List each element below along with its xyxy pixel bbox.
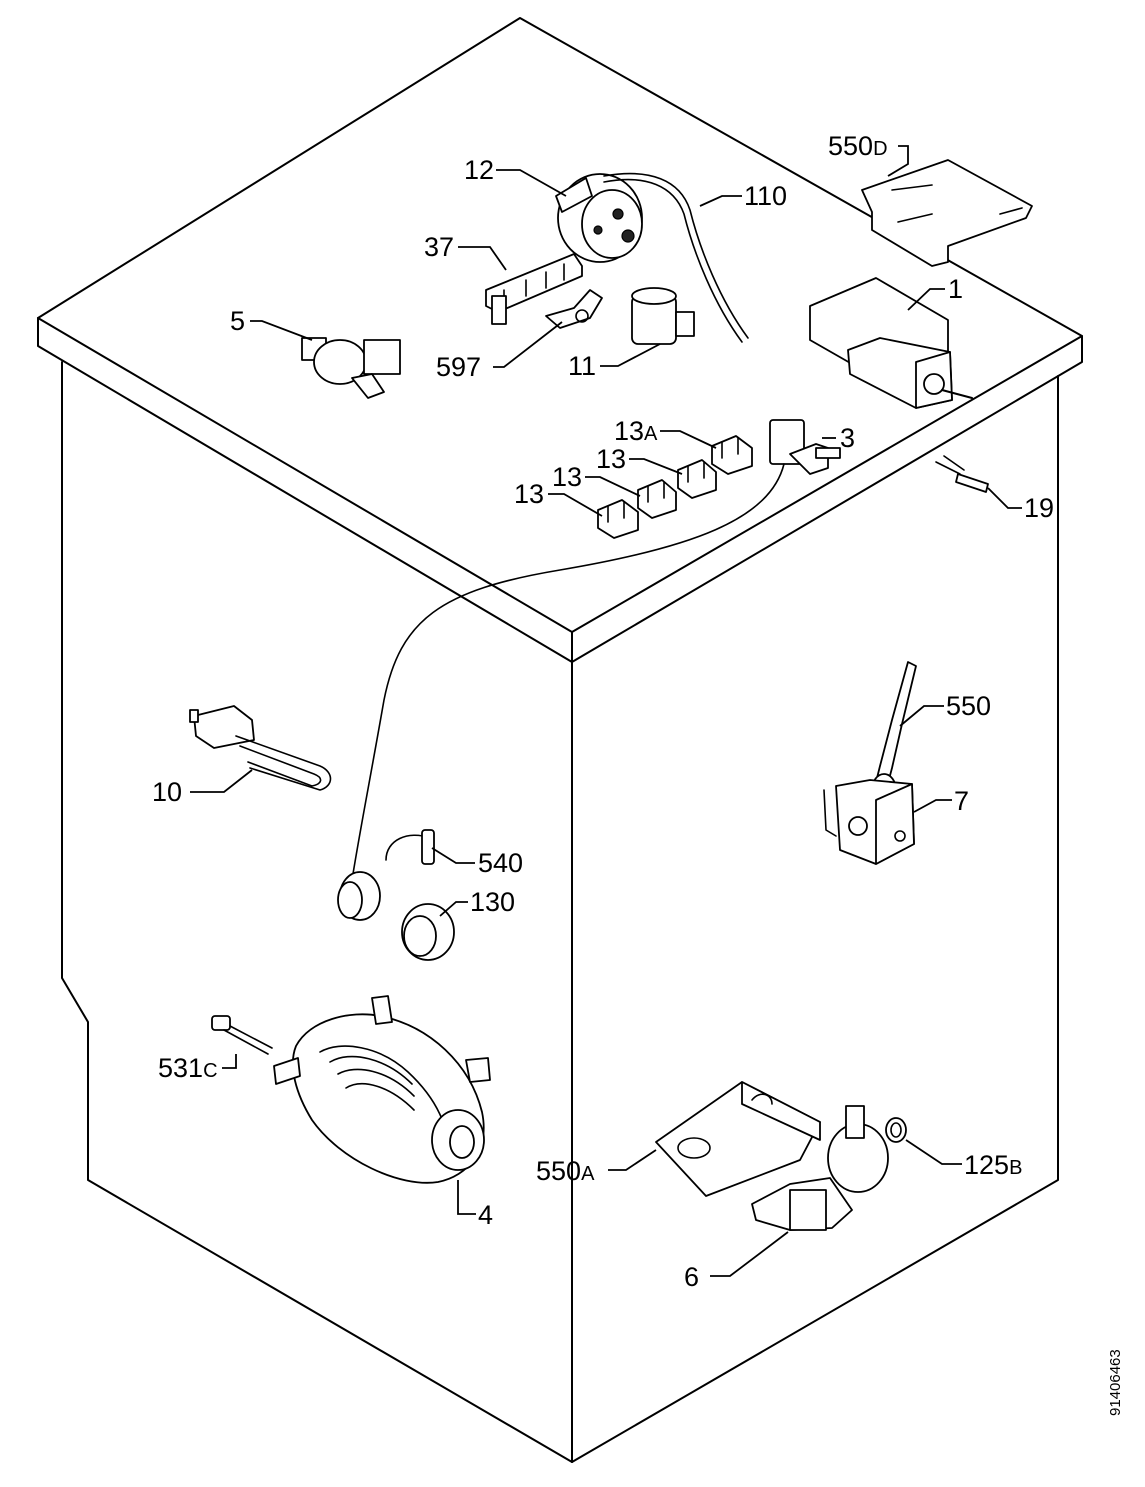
screw-part-531C (211, 1015, 273, 1055)
cable-part-3 (351, 463, 785, 881)
label-125B: 125B (964, 1150, 1022, 1180)
label-10: 10 (152, 777, 182, 807)
pin-part-19 (935, 455, 989, 493)
part-labels: 550D 12 110 37 1 5 597 11 13A 3 13 13 13… (152, 131, 1054, 1292)
label-13-middle: 13 (552, 462, 582, 492)
label-597: 597 (436, 352, 481, 382)
connector-strip-part-37 (485, 253, 583, 325)
switch-part-3 (769, 419, 841, 475)
label-1: 1 (948, 274, 963, 304)
label-13-upper: 13 (596, 444, 626, 474)
label-110: 110 (744, 181, 787, 211)
label-531C: 531C (158, 1053, 218, 1083)
label-13-lower: 13 (514, 479, 544, 509)
hose-part-110 (603, 172, 749, 343)
connector-part-13-middle (637, 479, 677, 519)
connector-part-13A (711, 435, 753, 475)
grommet-part-130 (401, 903, 455, 961)
label-550A: 550A (536, 1156, 595, 1186)
label-12: 12 (464, 155, 494, 185)
label-550D: 550D (828, 131, 888, 161)
cabinet-outline (37, 17, 1083, 1463)
label-7: 7 (954, 786, 969, 816)
valve-fitting-part-5 (301, 337, 401, 399)
cover-sheet-part-550D (861, 159, 1033, 267)
label-11: 11 (568, 351, 596, 381)
cover-part-550A (655, 1081, 821, 1197)
label-4: 4 (478, 1200, 493, 1230)
drain-pump-part-6 (751, 1105, 889, 1231)
connector-part-13-upper (677, 459, 717, 499)
heating-element-part-10 (189, 705, 332, 791)
label-550: 550 (946, 691, 991, 721)
label-5: 5 (230, 306, 245, 336)
connector-part-13-lower (597, 499, 639, 539)
label-37: 37 (424, 232, 454, 262)
label-19: 19 (1024, 493, 1054, 523)
timer-unit-part-1 (809, 277, 973, 409)
label-13A: 13A (614, 416, 658, 446)
cable-grommet (337, 871, 381, 921)
pressure-switch-part-12 (555, 173, 643, 263)
capacitor-part-11 (631, 287, 695, 345)
leader-lines (190, 145, 1022, 1277)
label-3: 3 (840, 423, 855, 453)
o-ring-part-125B (885, 1117, 907, 1143)
motor-part-4 (273, 995, 491, 1184)
clip-part-597 (545, 289, 603, 329)
label-130: 130 (470, 887, 515, 917)
wire-clip-part-540 (385, 829, 435, 865)
document-number: 91406463 (1107, 1349, 1124, 1416)
label-6: 6 (684, 1262, 699, 1292)
door-interlock-part-7 (823, 779, 915, 865)
label-540: 540 (478, 848, 523, 878)
